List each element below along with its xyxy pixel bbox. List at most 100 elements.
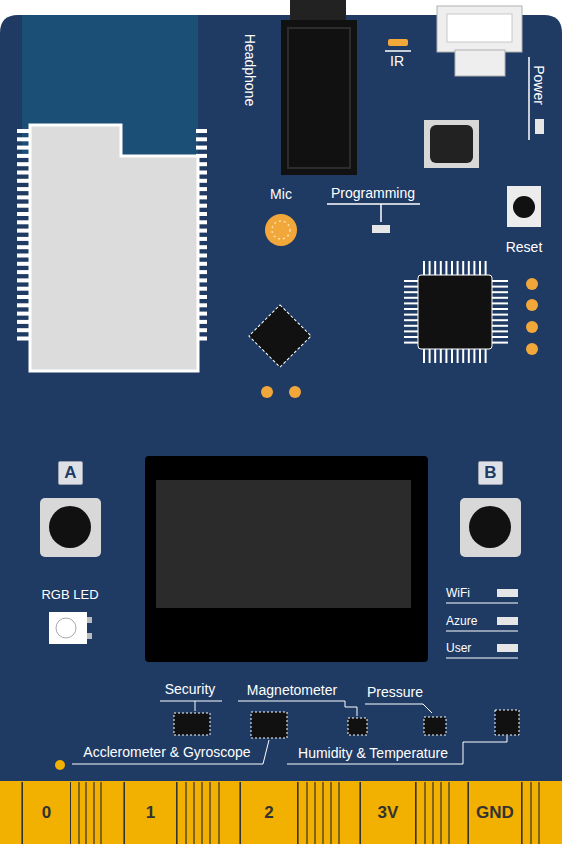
status-leds-part [446, 658, 518, 659]
edge-connector-part-part [201, 782, 202, 844]
pin-pad: 3V [360, 782, 416, 844]
button-letter: B [484, 463, 496, 483]
status-leds-part [497, 617, 518, 625]
microphone [265, 214, 297, 246]
programming-button-part [430, 125, 473, 163]
wifi-module [17, 15, 207, 371]
rgb-led-part [87, 633, 92, 639]
programming-led-part [327, 203, 420, 205]
part-label: WiFi [446, 587, 470, 601]
status-leds-part [497, 644, 518, 652]
edge-connector-part-part [185, 782, 186, 844]
programming-led-part [372, 225, 390, 233]
edge-connector-part-part [448, 782, 449, 844]
ir-led [385, 39, 411, 51]
pin-name: 2 [264, 803, 273, 823]
edge-connector-part-part [322, 782, 323, 844]
usb-connector [437, 6, 522, 76]
part-label: RGB LED [41, 588, 98, 603]
sensor-chips-part [348, 718, 367, 735]
edge-connector-part-part [85, 782, 86, 844]
board-part [0, 15, 562, 844]
pin-name: GND [476, 803, 514, 823]
part-label: Headphone [242, 34, 258, 106]
pin-pad: 2 [240, 782, 298, 844]
microphone-part [272, 221, 290, 239]
edge-connector-part-part [538, 782, 539, 844]
programming-button [424, 120, 479, 168]
sensor-chips-part [174, 713, 210, 735]
pin-name: 3V [378, 803, 399, 823]
edge-connector-part-part [193, 782, 194, 844]
edge-connector [0, 781, 562, 844]
headphone-jack [281, 0, 357, 175]
header-dots-part [526, 278, 538, 290]
header-dots-part [289, 386, 301, 398]
microphone-part [265, 214, 297, 246]
edge-connector-part-part [314, 782, 315, 844]
edge-connector-part-part [306, 782, 307, 844]
status-leds-part [446, 603, 518, 604]
oled-display-part [145, 456, 428, 662]
ir-led-part [388, 39, 408, 46]
edge-connector-part-part [78, 782, 79, 844]
diamond-chip-part [249, 305, 311, 367]
programming-led [327, 204, 420, 233]
diamond-chip [249, 305, 311, 367]
part-label: IR [390, 53, 404, 69]
headphone-jack-part [281, 20, 357, 175]
part-label: Power [531, 65, 547, 105]
part-label: Azure [446, 615, 477, 629]
button-a-part [40, 498, 101, 557]
wifi-module-part-part [196, 146, 207, 150]
button-b-part [460, 498, 521, 557]
sensor-leaders-part [72, 740, 269, 764]
button-tag: A [58, 461, 83, 485]
power-led-part [528, 57, 530, 140]
wifi-module-part [30, 125, 198, 371]
button-b-part [469, 506, 511, 548]
wifi-module-part-part [196, 129, 207, 133]
edge-connector-part-part [330, 782, 331, 844]
part-label: Mic [270, 186, 292, 202]
header-dots-part [526, 299, 538, 311]
edge-connector-part-part [530, 782, 531, 844]
pin-name: 0 [42, 803, 51, 823]
part-label: Magnetometer [247, 682, 337, 698]
programming-led-part [380, 204, 382, 222]
board [0, 15, 562, 844]
usb-connector-part [437, 6, 522, 52]
sensor-chips-part [495, 710, 519, 735]
headphone-jack-part [288, 28, 350, 168]
edge-connector-part-part [440, 782, 441, 844]
sensor-leaders-part [365, 704, 432, 713]
part-label: User [446, 642, 471, 656]
programming-button-part [424, 120, 479, 168]
mcu-chip-part [404, 261, 508, 363]
wifi-module-part-part [196, 137, 207, 141]
sensor-leaders-part [287, 736, 507, 764]
part-label: Acclerometer & Gyroscope [83, 744, 250, 760]
edge-connector-part-part [218, 782, 219, 844]
sensor-chips [55, 710, 519, 770]
edge-connector-part-part [209, 782, 210, 844]
edge-connector-part-part [432, 782, 433, 844]
rgb-led-part [49, 612, 87, 644]
edge-connector-part-part [424, 782, 425, 844]
header-dots-part [261, 386, 273, 398]
mcu-chip-part [418, 275, 492, 349]
part-label: Programming [331, 185, 415, 201]
part-label: Reset [506, 239, 543, 255]
sensor-chips-part [424, 717, 446, 735]
button-letter: A [64, 463, 76, 483]
sensor-leaders [72, 701, 507, 764]
pin-name: 1 [146, 803, 155, 823]
pin-pad: GND [468, 782, 522, 844]
edge-connector-part [0, 781, 562, 844]
sensor-chips-part [55, 760, 65, 770]
reset-button-part [513, 196, 535, 218]
button-b [460, 498, 521, 557]
